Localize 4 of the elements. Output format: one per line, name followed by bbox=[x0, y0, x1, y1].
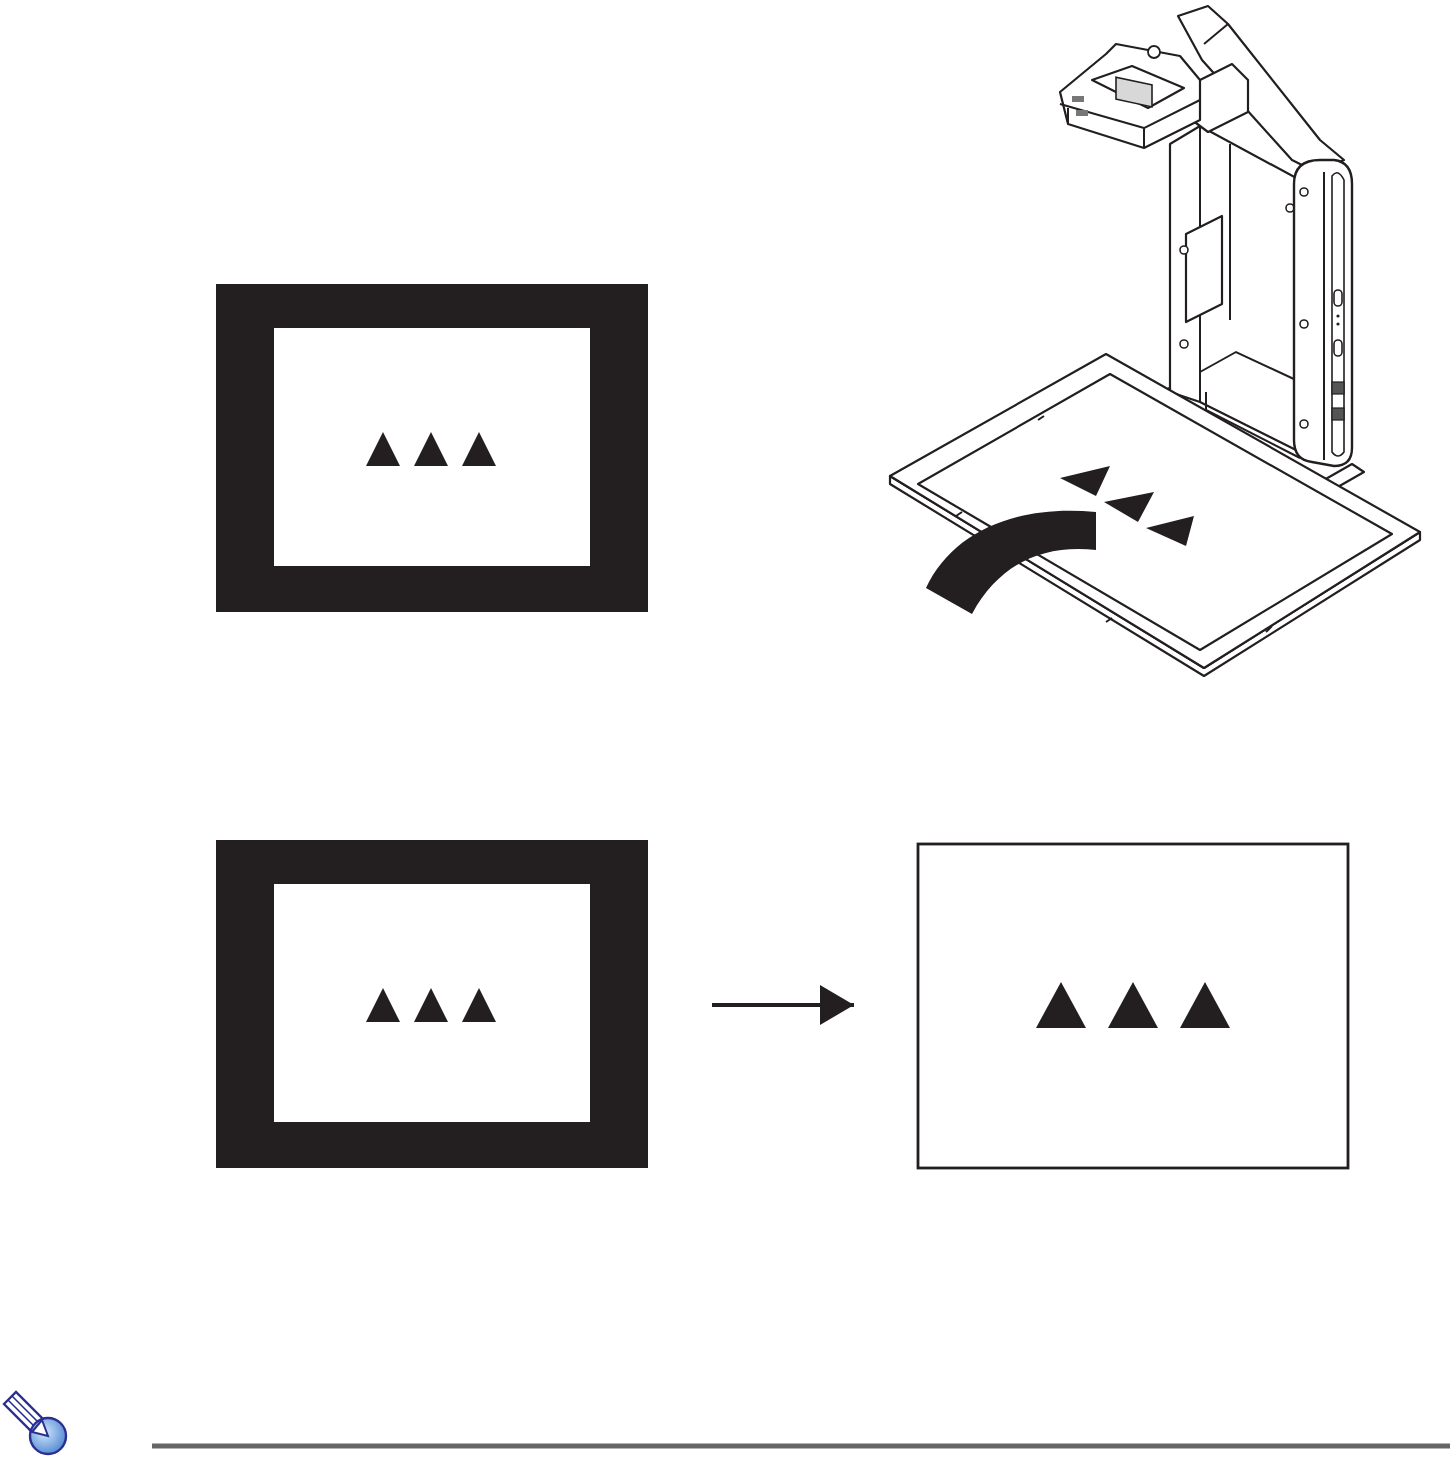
screen-illustration bbox=[216, 284, 648, 612]
arrow bbox=[712, 985, 854, 1025]
screen-illustration bbox=[216, 840, 648, 1168]
projected-image-illustration bbox=[916, 842, 1350, 1170]
